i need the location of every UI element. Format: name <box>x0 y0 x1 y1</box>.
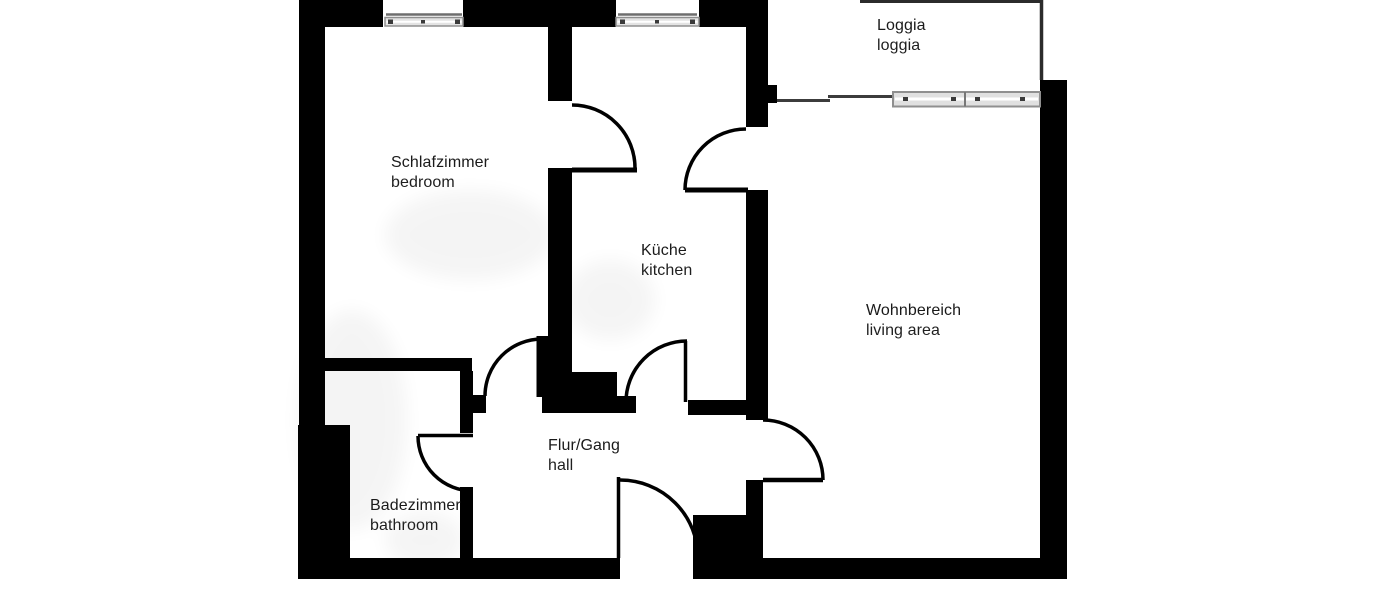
wall-bedroom-kitchen-lower <box>548 168 572 372</box>
room-name-de: Wohnbereich <box>866 302 962 319</box>
room-name-de: Loggia <box>877 17 926 34</box>
wall-hall-southeast-block <box>693 515 763 560</box>
wall-loggia-bump <box>768 85 777 103</box>
wall-bedroom-kitchen-upper <box>548 27 572 101</box>
loggia-railing <box>777 0 1044 102</box>
wall-left-bathroom-block <box>298 425 350 579</box>
door-kitchen-living <box>683 127 748 193</box>
room-name-de: Badezimmer <box>370 497 461 514</box>
door-kitchen-hall <box>624 339 688 403</box>
loggia-window <box>892 91 1041 108</box>
wall-kitchen-east-lower <box>746 190 768 420</box>
walls <box>298 0 1067 579</box>
room-label-kueche: Küche kitchen <box>641 241 692 281</box>
room-name-de: Küche <box>641 242 687 259</box>
wall-bathroom-door-jamb <box>473 395 486 413</box>
room-label-badezimmer: Badezimmer bathroom <box>370 496 461 536</box>
room-name-en: hall <box>548 457 574 474</box>
door-swing-arc <box>762 418 825 481</box>
wall-bottom-east <box>693 558 1067 579</box>
door-swing-arc <box>619 478 700 559</box>
room-label-flur: Flur/Gang hall <box>548 436 620 476</box>
window-ticks <box>620 19 695 24</box>
window-ticks <box>903 97 1025 101</box>
door-bedroom-kitchen <box>571 103 637 173</box>
door-apartment-entry <box>616 477 700 559</box>
window-ticks <box>388 19 460 24</box>
room-label-loggia: Loggia loggia <box>877 16 926 56</box>
room-name-de: Flur/Gang <box>548 437 621 454</box>
door-bedroom-hall <box>483 336 548 397</box>
door-living-hall <box>762 418 825 483</box>
wall-bathroom-north <box>320 358 472 371</box>
room-name-en: bathroom <box>370 517 439 534</box>
door-swing-arc <box>416 435 474 493</box>
wall-kitchen-east-upper <box>746 0 768 127</box>
door-swing-arc <box>571 103 637 169</box>
kitchen-window <box>615 13 700 27</box>
room-name-en: loggia <box>877 37 921 54</box>
wall-bathroom-east-lower <box>460 487 473 558</box>
wall-kitchen-south-block <box>548 372 617 398</box>
room-name-de: Schlafzimmer <box>391 154 490 171</box>
wall-hall-north-east <box>688 400 746 415</box>
room-name-en: bedroom <box>391 174 455 191</box>
wall-bathroom-east-upper <box>460 371 473 433</box>
door-bathroom-hall <box>416 433 474 493</box>
wall-right-outer <box>1040 80 1067 579</box>
door-swing-arc <box>483 337 543 397</box>
room-label-schlafzimmer: Schlafzimmer bedroom <box>391 153 489 193</box>
wall-hall-north-west <box>542 396 636 413</box>
wall-bottom-west <box>298 558 620 579</box>
door-swing-arc <box>683 127 747 191</box>
room-name-en: kitchen <box>641 262 693 279</box>
wall-top-middle <box>463 0 616 27</box>
bedroom-window <box>384 13 464 27</box>
door-leaf <box>536 336 548 397</box>
room-label-wohnbereich: Wohnbereich living area <box>866 301 961 341</box>
room-name-en: living area <box>866 322 941 339</box>
door-swing-arc <box>624 339 688 403</box>
